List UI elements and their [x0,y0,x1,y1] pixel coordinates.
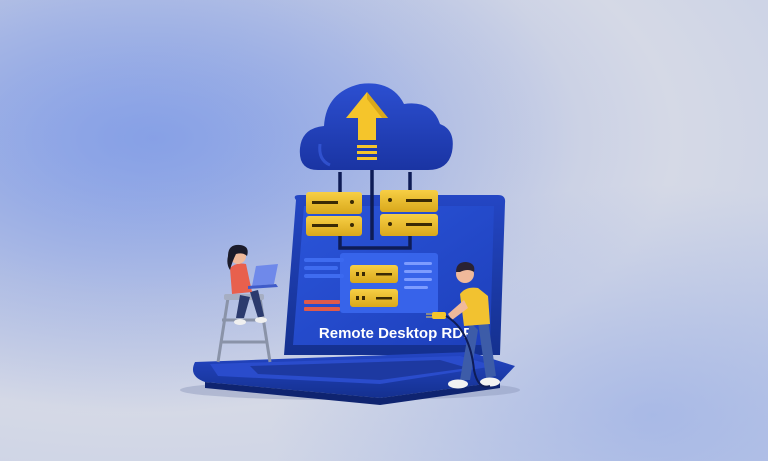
screen-label: Remote Desktop RDP [319,325,473,342]
person-with-plug [426,262,500,389]
red-bar [304,307,340,311]
server-icon [306,192,362,236]
cloud-upload-icon [299,83,453,170]
laptop-icon [192,195,516,405]
person-with-laptop [216,244,278,363]
plug-icon [426,312,491,388]
red-bar [304,300,340,304]
upload-arrow-icon [346,92,388,160]
server-icon [350,265,398,307]
network-cables [338,160,412,250]
server-icon [380,190,438,236]
screen-content: Remote Desktop RDP [304,253,473,342]
